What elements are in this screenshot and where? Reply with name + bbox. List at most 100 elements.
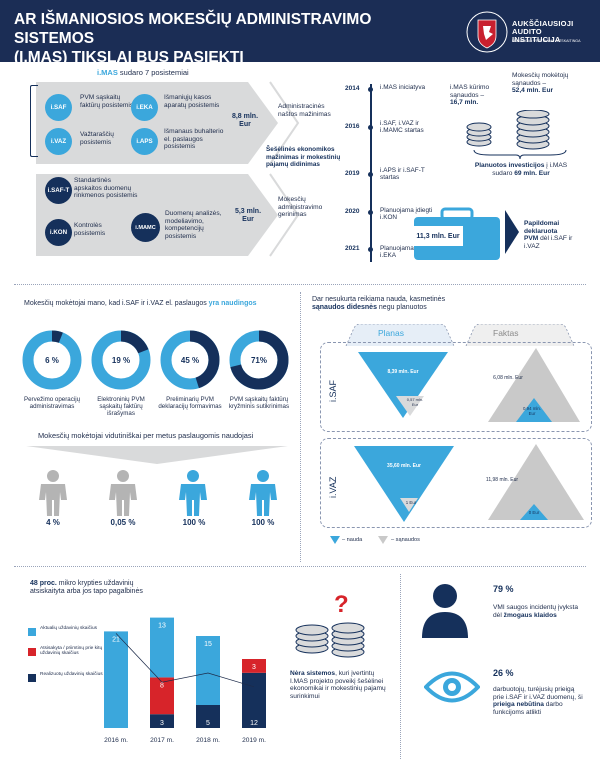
subsystem-desc: Išmanaus buhalterio el. paslaugos posist…	[164, 128, 224, 151]
imas-heading: i.MAS sudaro 7 posistemiai	[97, 68, 189, 77]
category-label: 2018 m.	[196, 737, 220, 744]
nera-text: Nėra sistemos, kuri įvertintų I.MAS proj…	[290, 670, 386, 700]
ivaz-plan-benefit: 35,60 mln. Eur	[387, 463, 421, 469]
bar-value-label: 3	[160, 720, 164, 727]
row-label-isaf: i.SAF	[328, 379, 338, 402]
bar-value-label: 12	[250, 720, 258, 727]
coins-question-icon: ?	[295, 591, 365, 658]
group1-result: Administracinės naštos mažinimas	[278, 103, 331, 118]
legend-benefit: – nauda	[342, 537, 363, 543]
legend-cost: – sąnaudos	[391, 537, 420, 543]
timeline-year: 2021	[345, 245, 360, 252]
bar-value-label: 13	[158, 623, 166, 630]
tasks-heading: 48 proc. mikro krypties uždavinių atsisk…	[30, 580, 143, 596]
subsystem-desc: Standartinės apskaitos duomenų rinkmenos…	[74, 177, 138, 200]
subsystems-arrows	[36, 81, 300, 257]
timeline-year: 2016	[345, 123, 360, 130]
bar-segment	[242, 659, 266, 673]
person-icons	[39, 470, 277, 516]
useful-heading: Mokesčių mokėtojai mano, kad i.SAF ir i.…	[24, 300, 257, 307]
subsystem-badge-ieka: i.EKA	[131, 94, 158, 121]
subsystem-desc: Duomenų analizės, modeliavimo, kompetenc…	[165, 210, 222, 240]
divider	[14, 566, 586, 567]
row-label-ivaz: i.VAZ	[328, 476, 338, 498]
timeline-year: 2020	[345, 208, 360, 215]
group2-amount: 5,3 mln. Eur	[234, 208, 262, 223]
subsystem-desc: Kontrolės posistemis	[74, 222, 106, 237]
isaf-fact-benefit: 0,94 mln. Eur	[522, 406, 542, 416]
logo-line-1: AUKŠČIAUSIOJI	[512, 19, 574, 28]
middle-note: Šešėlinės ekonomikos mažinimas ir mokest…	[266, 146, 341, 169]
person-icon	[422, 584, 468, 638]
divider	[300, 292, 301, 562]
bar-value-label: 3	[252, 664, 256, 671]
institution-logo: AUKŠČIAUSIOJI AUDITO INSTITUCIJA NAUJING…	[466, 10, 590, 54]
donut-label: Pervežimo operacijų administravimas	[23, 396, 81, 410]
isaf-plan-benefit: 8,39 mln. Eur	[387, 369, 419, 375]
donut-pct: 19 %	[112, 356, 130, 365]
bar-value-label: 21	[112, 636, 120, 643]
logo-line-2: AUDITO INSTITUCIJA	[512, 27, 561, 44]
bar-value-label: 8	[160, 682, 164, 689]
coins-icon	[466, 110, 550, 150]
isaf-plan-cost: 0,57 mln. Eur	[406, 397, 424, 407]
timeline-text: i.SAF, i.VAZ ir i.MAMC startas	[380, 120, 424, 135]
donut-pct: 71%	[251, 356, 267, 365]
bar-value-label: 15	[204, 641, 212, 648]
legend-swatch	[28, 674, 36, 682]
person-figure-icon	[249, 470, 277, 516]
category-label: 2016 m.	[104, 737, 128, 744]
donut-value-arc	[229, 330, 289, 390]
bar-segment	[196, 636, 220, 705]
stat-pct: 26 %	[493, 668, 514, 678]
timeline-text: Planuojama įdiegti i.EKA	[380, 245, 433, 260]
person-pct: 0,05 %	[110, 518, 136, 527]
donut-value-arc	[91, 330, 151, 390]
payer-costs: Mokesčių mokėtojų sąnaudos –52,4 mln. Eu…	[512, 72, 569, 95]
group2-result: Mokesčių administravimo gerinimas	[278, 196, 323, 219]
person-figure-icon	[39, 470, 67, 516]
logo-tagline: NAUJINGA • VERTINAMA • ATSKAITINGA	[512, 39, 581, 43]
subsystem-badge-isaft: i.SAF-T	[45, 177, 72, 204]
donut-label: PVM sąskaitų faktūrų kryžminis sutikrini…	[228, 396, 290, 410]
subsystem-desc: PVM sąskaitų faktūrų posistemis	[80, 94, 134, 109]
title-line-1: AR IŠMANIOSIOS MOKESČIŲ ADMINISTRAVIMO S…	[14, 11, 372, 47]
legend-label: Aktualių uždavinių skaičius	[40, 626, 98, 631]
divider	[400, 574, 401, 759]
group1-amount: 8,8 mln. Eur	[231, 113, 259, 128]
donut-pct: 45 %	[181, 356, 199, 365]
person-pct: 4 %	[46, 518, 60, 527]
bar-segment	[150, 677, 174, 715]
timeline-dot	[368, 87, 373, 92]
timeline-text: Planuojama įdiegti i.KON	[380, 207, 433, 222]
category-label: 2017 m.	[150, 737, 174, 744]
sum-brace	[473, 149, 567, 160]
timeline-year: 2014	[345, 85, 360, 92]
donut-label: Preliminarių PVM deklaracijų formavimas	[158, 396, 222, 410]
person-figure-icon	[109, 470, 137, 516]
arrow-right-icon	[505, 210, 519, 254]
person-figure-icon	[179, 470, 207, 516]
bar-segment	[150, 617, 174, 678]
plan-fact-triangles	[354, 348, 584, 522]
column-plan: Planas	[378, 328, 404, 338]
stat-text: darbuotojų, turėjusių prieigą prie i.SAF…	[493, 686, 583, 716]
eye-icon	[424, 671, 480, 703]
legend-swatch	[28, 628, 36, 636]
timeline-dot	[368, 210, 373, 215]
donut-pct: 6 %	[45, 356, 59, 365]
title-line-2: (I.MAS) TIKSLAI BUS PASIEKTI	[14, 49, 244, 66]
column-tabs	[345, 324, 575, 346]
ivaz-row-box	[320, 438, 592, 528]
subsystem-badge-ivaz: i.VAZ	[45, 128, 72, 155]
donut-charts: 6 % 19 % 45 % 71%	[22, 330, 289, 390]
group-bracket	[30, 85, 38, 157]
bar-segment	[104, 631, 128, 728]
timeline-year: 2019	[345, 170, 360, 177]
category-label: 2019 m.	[242, 737, 266, 744]
persons-heading: Mokesčių mokėtojai vidutiniškai per metu…	[38, 431, 254, 440]
donut-value-arc	[22, 330, 82, 390]
trend-line	[115, 633, 255, 688]
subsystem-badge-isaf: i.SAF	[45, 94, 72, 121]
